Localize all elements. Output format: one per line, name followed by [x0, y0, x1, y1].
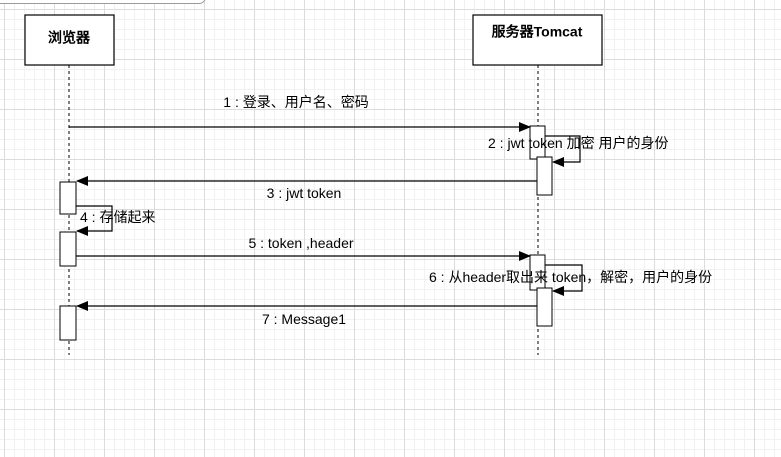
message-7-label: 7 : Message1 — [262, 311, 346, 327]
message-3-label: 3 : jwt token — [267, 185, 342, 201]
message-4-label: 4 : 存储起来 — [80, 209, 155, 225]
activation-server-2[interactable] — [536, 156, 553, 196]
participant-server[interactable]: 服务器Tomcat — [472, 14, 603, 66]
activation-browser-2[interactable] — [59, 231, 77, 267]
message-1-label: 1 : 登录、用户名、密码 — [223, 94, 368, 110]
message-4-arrow[interactable] — [76, 205, 113, 236]
participant-browser-label: 浏览器 — [48, 30, 91, 46]
activation-server-4[interactable] — [536, 287, 553, 327]
activation-browser-3[interactable] — [59, 305, 77, 341]
activation-browser-1[interactable] — [59, 181, 77, 215]
participant-server-label: 服务器Tomcat — [492, 24, 583, 40]
message-6-label: 6 : 从header取出来 token，解密，用户的身份 — [429, 269, 712, 285]
message-2-arrow[interactable] — [545, 135, 581, 167]
message-2-label: 2 : jwt token 加密 用户的身份 — [488, 135, 668, 151]
message-6-arrow[interactable] — [545, 264, 583, 296]
message-5-label: 5 : token ,header — [248, 235, 353, 251]
participant-browser[interactable]: 浏览器 — [24, 14, 115, 66]
